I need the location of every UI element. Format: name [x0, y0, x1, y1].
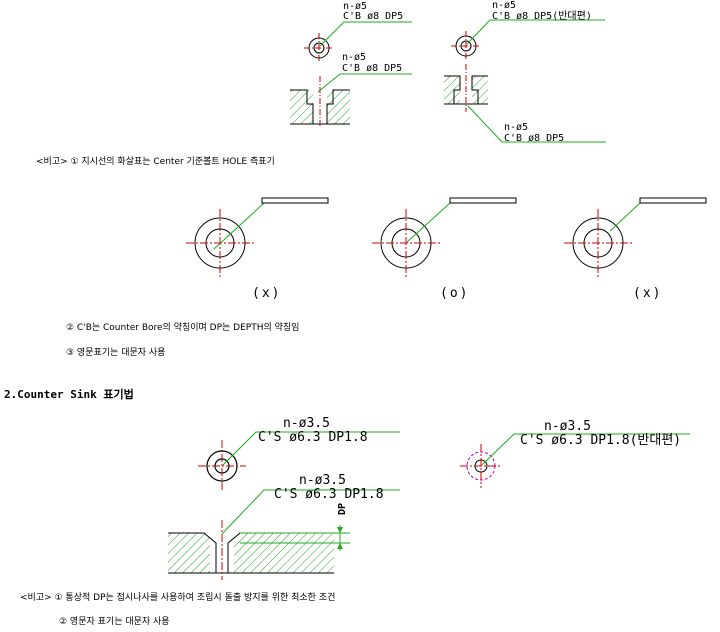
cs-callout-mid-count: n-ø3.5 [299, 473, 346, 488]
section-heading-counter-sink: 2.Counter Sink 표기법 [4, 388, 134, 401]
verdict-wrong-1: (x) [252, 286, 282, 301]
cb-callout-bottom-right-count: n-ø5 [504, 122, 529, 133]
cs-callout-top-spec: C'S ø6.3 DP1.8 [258, 430, 368, 445]
cs-callout-top-count: n-ø3.5 [283, 416, 330, 431]
note-uppercase-2: ② 영문자 표기는 대문자 사용 [59, 617, 170, 627]
note-abbreviation: ② C'B는 Counter Bore의 약칭이며 DP는 DEPTH의 약칭임 [66, 323, 300, 333]
verdict-correct: (o) [440, 286, 470, 301]
cb-callout-top-left-count: n-ø5 [343, 1, 368, 12]
cs-callout-right-spec: C'S ø6.3 DP1.8(반대편) [520, 433, 682, 448]
cb-callout-top-right-spec: C'B ø8 DP5(반대편) [492, 11, 592, 22]
verdict-wrong-2: (x) [633, 286, 663, 301]
cs-plan-view-right [460, 433, 690, 488]
cb-plan-view-right [451, 19, 605, 61]
cs-plan-view-left [198, 431, 400, 492]
cb-callout-bottom-right-spec: C'B ø8 DP5 [504, 133, 565, 144]
compare-2-correct [372, 197, 517, 277]
compare-1-wrong [186, 197, 329, 277]
note-arrow-rule: <비고> ① 지시선의 화살표는 Center 기준볼트 HOLE 측표기 [36, 157, 275, 167]
cs-callout-mid-spec: C'S ø6.3 DP1.8 [274, 487, 384, 502]
cb-callout-top-right-count: n-ø5 [492, 0, 517, 11]
cs-callout-right-count: n-ø3.5 [544, 419, 591, 434]
cs-section-view [168, 489, 400, 580]
cb-plan-view-left [304, 21, 412, 63]
cb-section-left [290, 73, 412, 128]
cb-callout-top-left-spec: C'B ø8 DP5 [343, 11, 404, 22]
note-uppercase: ③ 영문표기는 대문자 사용 [66, 348, 166, 358]
cs-depth-label: DP [337, 502, 348, 515]
note-depth-rule: <비고> ① 통상적 DP는 접시나사를 사용하여 조립시 돌출 방지를 위한 … [20, 593, 336, 603]
cb-section-right [444, 64, 606, 143]
compare-3-wrong [564, 197, 707, 277]
cb-callout-mid-left-spec: C'B ø8 DP5 [342, 63, 403, 74]
cb-callout-mid-left-count: n-ø5 [342, 52, 367, 63]
